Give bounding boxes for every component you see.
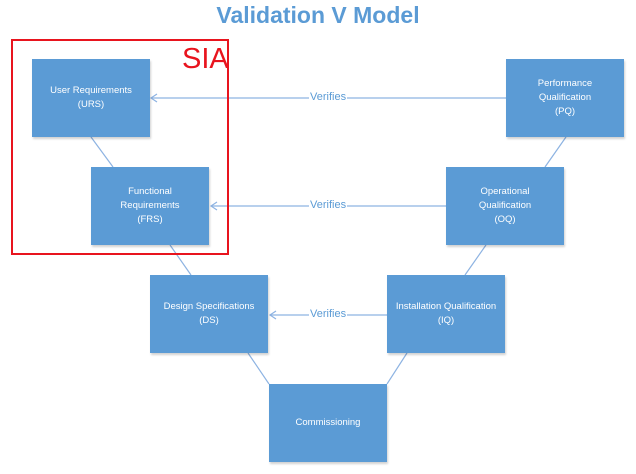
sia-highlight-frame [11,39,229,255]
box-commissioning[interactable]: Commissioning [269,384,387,462]
link-frs-ds [169,244,192,276]
box-label: User Requirements (URS) [50,85,132,110]
box-installation-qualification[interactable]: Installation Qualification (IQ) [387,275,505,353]
link-commissioning-iq [386,352,408,385]
arrow-pq-urs-head [149,93,158,103]
box-design-specifications[interactable]: Design Specifications (DS) [150,275,268,353]
box-user-requirements[interactable]: User Requirements (URS) [32,59,150,137]
verifies-label-oq-frs: Verifies [309,199,348,212]
box-label: Performance Qualification (PQ) [537,78,593,117]
box-performance-qualification[interactable]: Performance Qualification (PQ) [506,59,624,137]
box-functional-requirements[interactable]: Functional Requirements (FRS) [91,167,209,245]
link-urs-frs [90,136,114,168]
box-operational-qualification[interactable]: Operational Qualification (OQ) [446,167,564,245]
box-label: Operational Qualification (OQ) [478,186,532,225]
box-label: Commissioning [295,417,361,428]
arrow-iq-ds-head [268,310,277,320]
box-label: Design Specifications (DS) [163,301,255,326]
link-iq-oq [464,244,487,276]
sia-label: SIA [182,43,229,75]
link-oq-pq [544,136,567,168]
verifies-label-iq-ds: Verifies [309,308,348,321]
diagram-title: Validation V Model [216,2,420,28]
link-ds-commissioning [247,352,270,385]
verifies-label-pq-urs: Verifies [309,91,348,104]
v-shape-links [90,136,567,385]
box-label: Functional Requirements (FRS) [120,186,180,225]
arrow-oq-frs-head [209,201,218,211]
box-label: Installation Qualification (IQ) [395,301,497,326]
